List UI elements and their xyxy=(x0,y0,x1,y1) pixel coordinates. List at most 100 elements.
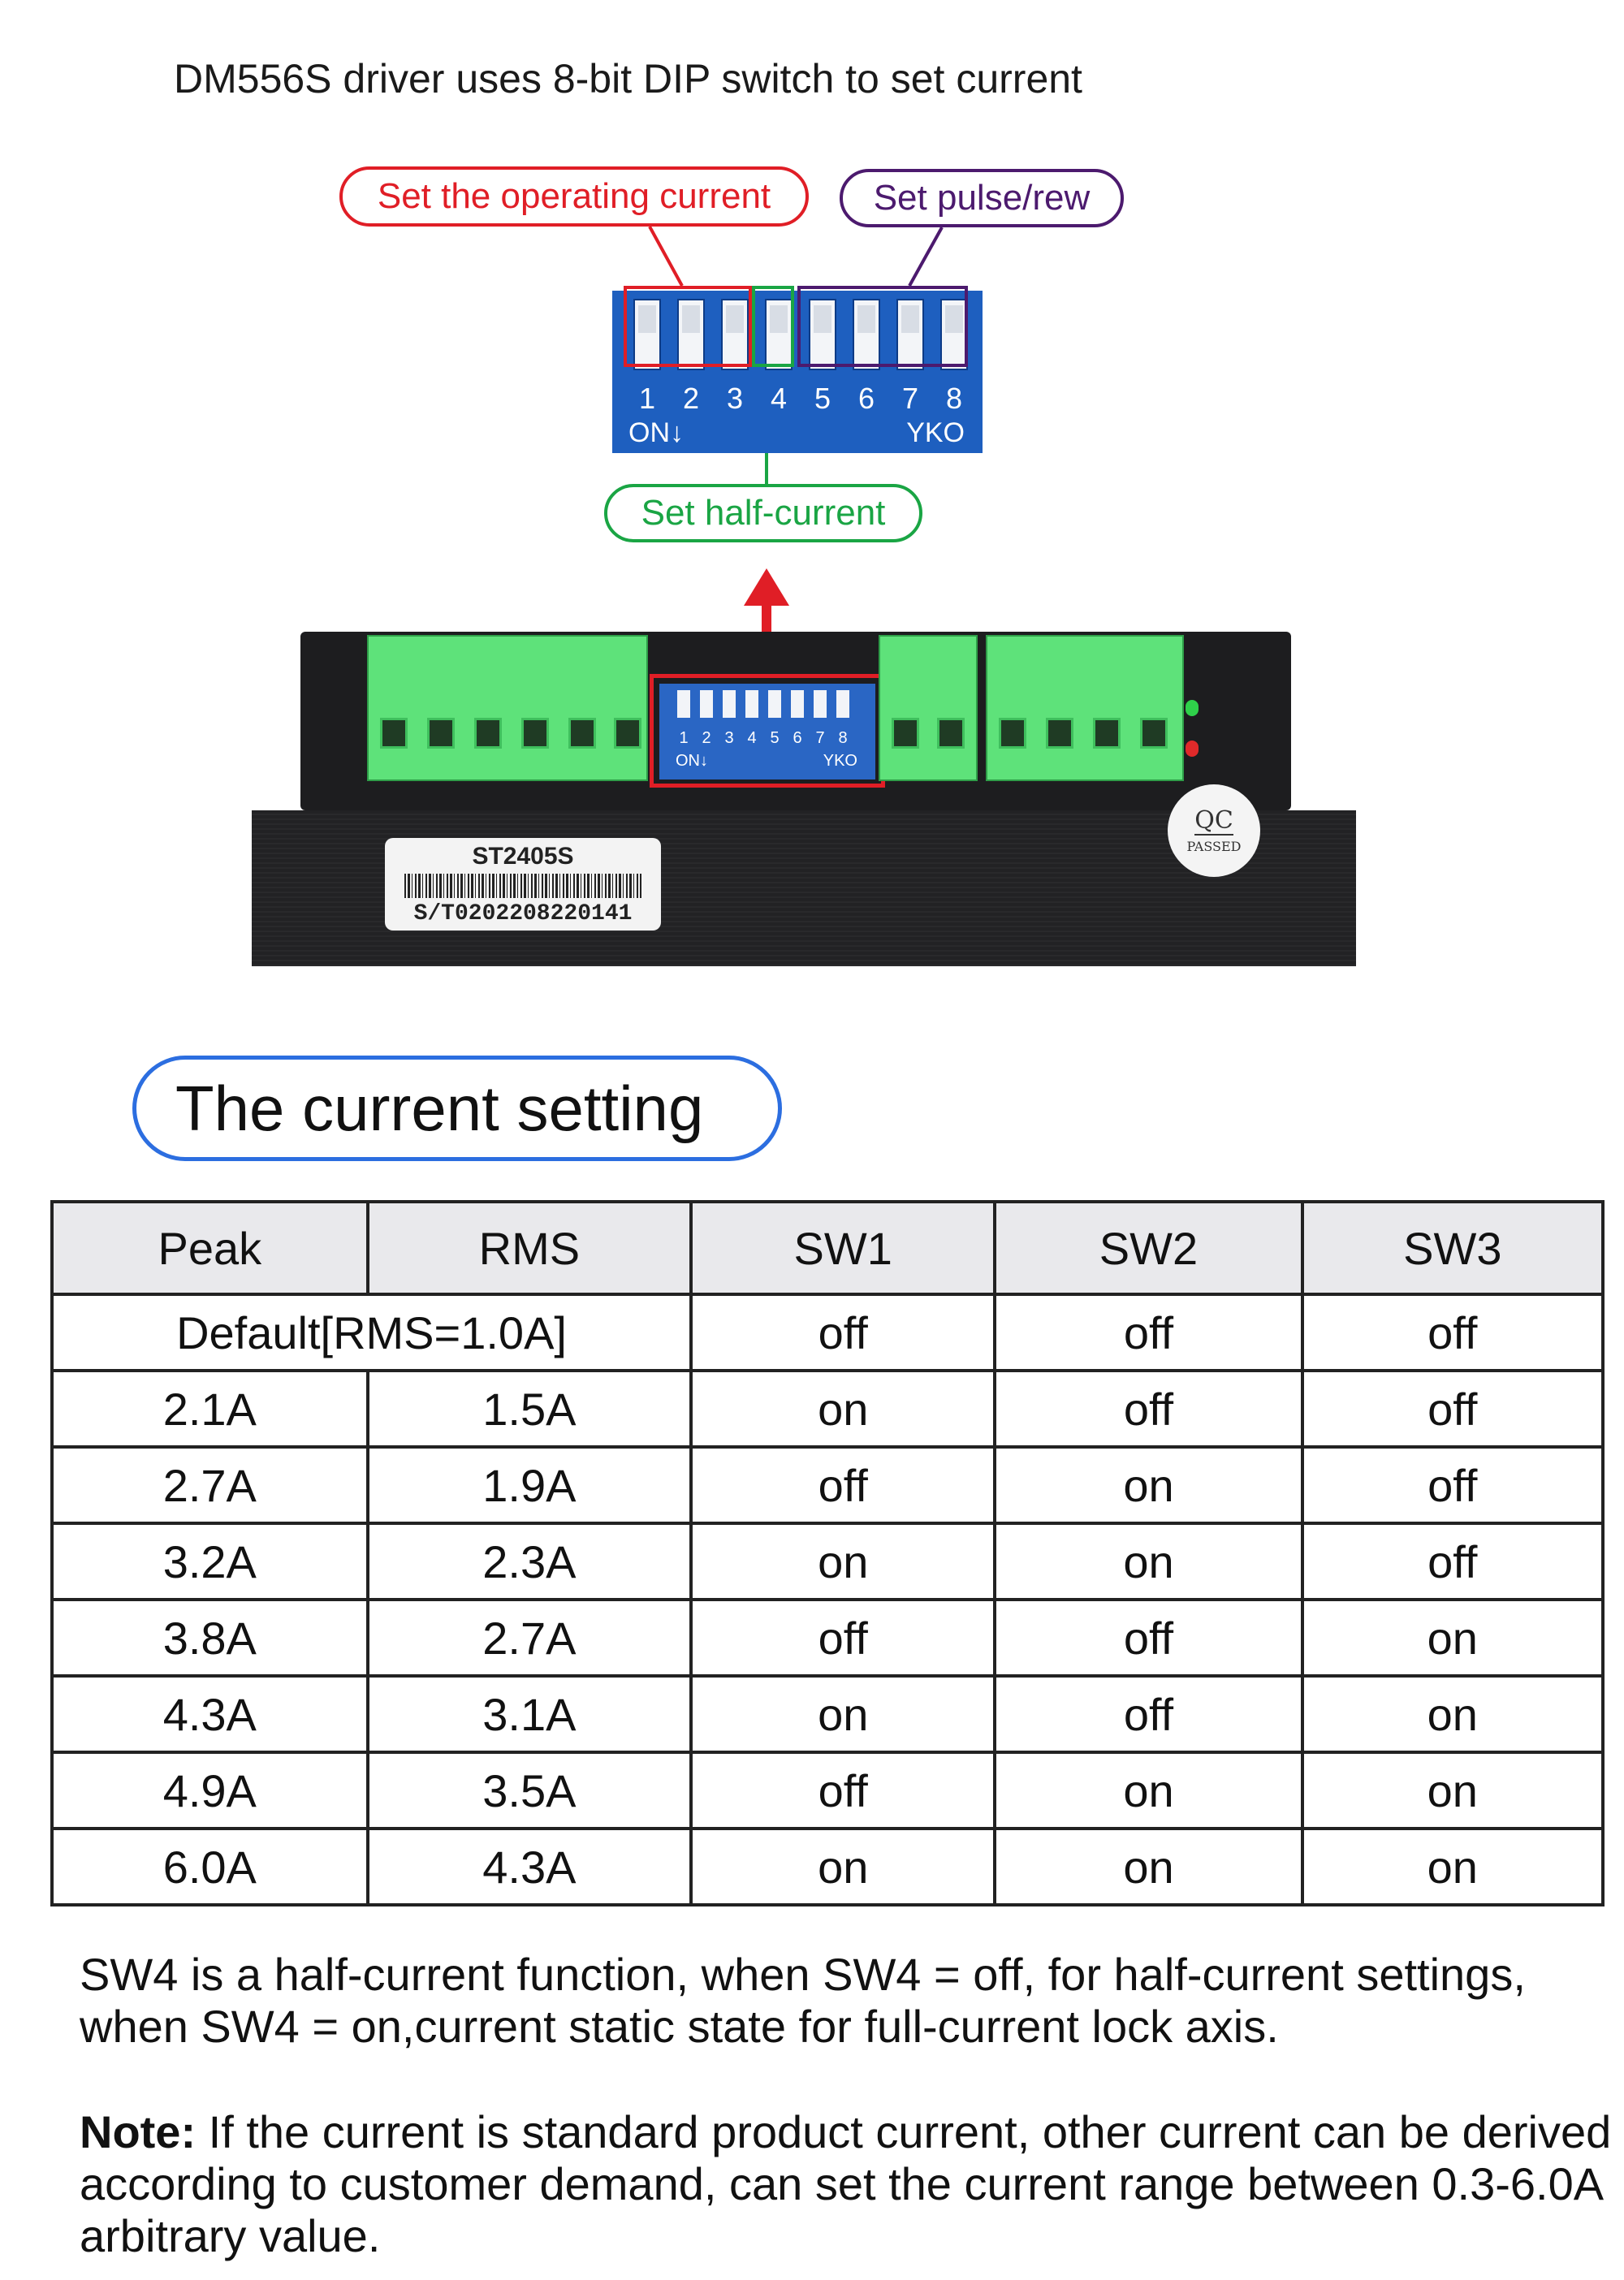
dip-on-label-small: ON↓ xyxy=(676,752,708,770)
cell-sw2: on xyxy=(993,1445,1304,1525)
terminal-slot xyxy=(614,718,641,749)
header-sw2: SW2 xyxy=(993,1200,1304,1296)
cell-sw3: on xyxy=(1300,1751,1605,1830)
dip-lever-small xyxy=(700,690,713,718)
cell-sw3: off xyxy=(1300,1445,1605,1525)
cell-sw2: on xyxy=(993,1827,1304,1906)
cell-peak: 4.9A xyxy=(50,1751,369,1830)
note-label: Note: xyxy=(80,2106,197,2157)
terminal-slot xyxy=(1046,718,1073,749)
cell-rms: 3.1A xyxy=(365,1674,693,1754)
red-highlight-box-small xyxy=(650,674,885,788)
table-row: 2.1A 1.5A on off off xyxy=(50,1369,1605,1449)
dip-lever-small xyxy=(768,690,781,718)
cell-sw3: off xyxy=(1300,1369,1605,1449)
dip-number-small: 6 xyxy=(793,729,802,747)
cell-sw3: off xyxy=(1300,1293,1605,1372)
dip-lever xyxy=(677,299,705,370)
header-sw3: SW3 xyxy=(1300,1200,1605,1296)
terminal-slot xyxy=(474,718,502,749)
cell-peak: 6.0A xyxy=(50,1827,369,1906)
table-header-row: Peak RMS SW1 SW2 SW3 xyxy=(50,1200,1605,1296)
cell-sw1: on xyxy=(689,1827,997,1906)
dip-lever xyxy=(721,299,749,370)
cell-sw1: on xyxy=(689,1522,997,1601)
dip-lever-small xyxy=(836,690,849,718)
cell-peak: 4.3A xyxy=(50,1674,369,1754)
header-sw1: SW1 xyxy=(689,1200,997,1296)
section-title: The current setting xyxy=(132,1056,782,1161)
callout-operating-current-label: Set the operating current xyxy=(377,176,771,216)
dip-lever-small xyxy=(814,690,827,718)
cell-sw1: on xyxy=(689,1674,997,1754)
dip-lever xyxy=(809,299,836,370)
barcode-icon xyxy=(404,874,641,898)
note-text: If the current is standard product curre… xyxy=(80,2106,1612,2261)
cell-sw2: on xyxy=(993,1522,1304,1601)
cell-rms: 2.7A xyxy=(365,1598,693,1678)
cell-default-label: Default[RMS=1.0A] xyxy=(50,1293,693,1372)
red-connector xyxy=(648,226,684,287)
table-row: 6.0A 4.3A on on on xyxy=(50,1827,1605,1906)
callout-half-current: Set half-current xyxy=(604,484,922,542)
dip-number: 5 xyxy=(814,382,831,415)
table-row: 4.9A 3.5A off on on xyxy=(50,1751,1605,1830)
terminal-slot xyxy=(380,718,408,749)
cell-sw2: off xyxy=(993,1598,1304,1678)
dip-lever xyxy=(853,299,880,370)
cell-rms: 3.5A xyxy=(365,1751,693,1830)
callout-half-current-label: Set half-current xyxy=(641,493,886,533)
cell-sw2: on xyxy=(993,1751,1304,1830)
cell-sw3: on xyxy=(1300,1674,1605,1754)
cell-peak: 3.8A xyxy=(50,1598,369,1678)
cell-sw1: on xyxy=(689,1369,997,1449)
cell-peak: 2.7A xyxy=(50,1445,369,1525)
product-label: ST2405S S/T0202208220141 xyxy=(385,838,661,931)
red-highlight-box xyxy=(624,286,752,367)
header-peak: Peak xyxy=(50,1200,369,1296)
section-title-text: The current setting xyxy=(175,1072,704,1144)
terminal-slot xyxy=(1140,718,1168,749)
dip-lever-small xyxy=(745,690,758,718)
cell-rms: 1.5A xyxy=(365,1369,693,1449)
cell-peak: 3.2A xyxy=(50,1522,369,1601)
dip-brand-label-small: YKO xyxy=(823,752,857,770)
dip-lever-small xyxy=(791,690,804,718)
dip-number: 1 xyxy=(638,382,656,415)
callout-operating-current: Set the operating current xyxy=(339,166,809,227)
current-setting-table: Peak RMS SW1 SW2 SW3 Default[RMS=1.0A] o… xyxy=(50,1200,1605,1906)
table-row: 2.7A 1.9A off on off xyxy=(50,1445,1605,1525)
dip-number-small: 2 xyxy=(702,729,711,747)
arrow-up-icon xyxy=(744,568,789,606)
dip-number-small: 3 xyxy=(724,729,734,747)
dip-number: 7 xyxy=(901,382,919,415)
callout-pulse-rev: Set pulse/rew xyxy=(840,169,1124,227)
dip-number: 8 xyxy=(945,382,963,415)
purple-connector xyxy=(908,227,944,287)
serial-number: S/T0202208220141 xyxy=(413,901,633,926)
terminal-slot xyxy=(999,718,1026,749)
dip-number-small: 7 xyxy=(815,729,825,747)
qc-passed-text: PASSED xyxy=(1186,839,1242,854)
terminal-slot xyxy=(521,718,549,749)
cell-sw3: on xyxy=(1300,1827,1605,1906)
callout-pulse-rev-label: Set pulse/rew xyxy=(873,178,1091,218)
dip-lever-small xyxy=(677,690,690,718)
note-paragraph: Note: If the current is standard product… xyxy=(80,2106,1614,2262)
table-row: 3.8A 2.7A off off on xyxy=(50,1598,1605,1678)
dip-number: 3 xyxy=(726,382,744,415)
dip-lever xyxy=(896,299,924,370)
dip-number: 4 xyxy=(770,382,788,415)
terminal-slot xyxy=(1093,718,1121,749)
terminal-slot xyxy=(568,718,596,749)
green-led-icon xyxy=(1186,700,1199,716)
table-row: 3.2A 2.3A on on off xyxy=(50,1522,1605,1601)
intro-text: DM556S driver uses 8-bit DIP switch to s… xyxy=(174,56,1082,101)
dip-switch-small: 1 2 3 4 5 6 7 8 ON↓ YKO xyxy=(659,684,875,779)
cell-sw3: on xyxy=(1300,1598,1605,1678)
table-row-default: Default[RMS=1.0A] off off off xyxy=(50,1293,1605,1372)
terminal-slot xyxy=(427,718,455,749)
cell-rms: 1.9A xyxy=(365,1445,693,1525)
cell-sw2: off xyxy=(993,1674,1304,1754)
cell-sw1: off xyxy=(689,1293,997,1372)
